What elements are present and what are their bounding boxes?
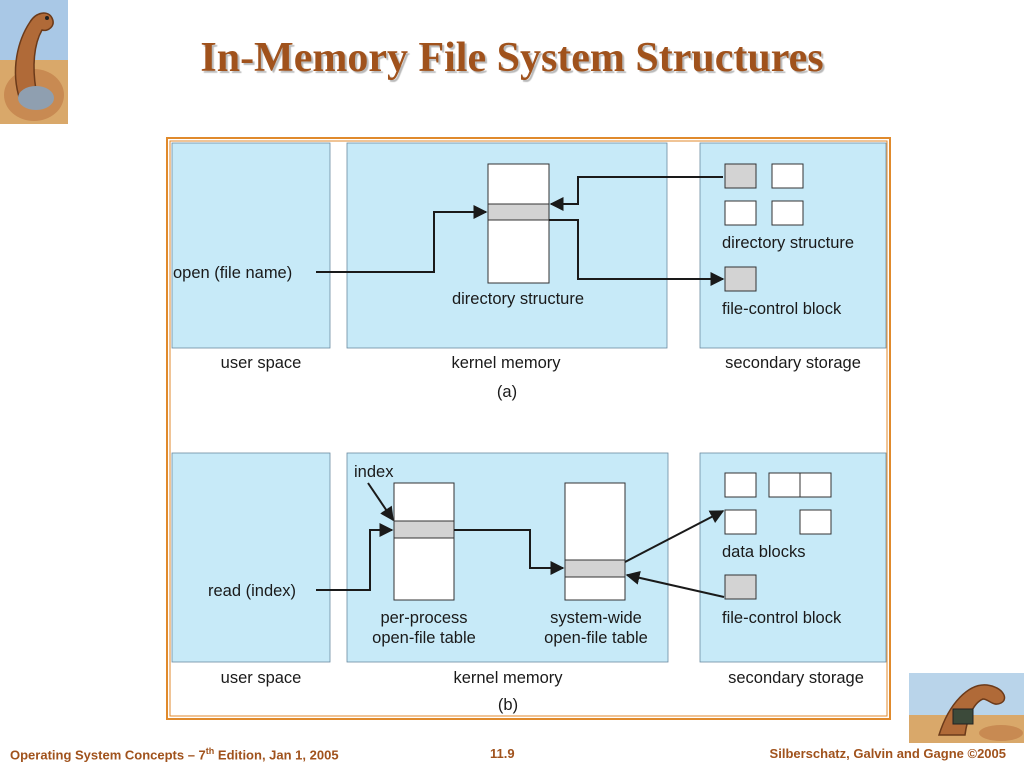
- a-storage-block: [771, 200, 804, 226]
- b-arrow-fcb-to-system-wide: [625, 570, 725, 598]
- a-user-space-label: user space: [221, 354, 302, 372]
- a-open-call-label: open (file name): [173, 264, 292, 282]
- b-system-wide-label-2: open-file table: [544, 629, 648, 647]
- b-system-wide-table: [564, 482, 626, 601]
- a-storage-fcb-label: file-control block: [722, 300, 842, 318]
- a-storage-block: [724, 200, 757, 226]
- b-user-space-label: user space: [221, 669, 302, 687]
- b-system-wide-label-1: system-wide: [550, 609, 642, 627]
- b-index-label: index: [354, 463, 394, 481]
- b-data-block: [799, 509, 832, 535]
- b-arrow-system-wide-to-data: [624, 510, 725, 563]
- b-user-space-panel: [171, 452, 331, 663]
- b-secondary-storage-label: secondary storage: [728, 669, 864, 687]
- a-arrow-open-to-kernel: [316, 205, 488, 273]
- a-storage-block: [771, 163, 804, 189]
- b-fcb-block: [724, 574, 757, 600]
- a-kernel-directory-label: directory structure: [452, 290, 584, 308]
- footer-authors: Silberschatz, Galvin and Gagne ©2005: [769, 746, 1006, 761]
- b-data-block: [724, 509, 757, 535]
- a-kernel-directory-table: [487, 163, 550, 284]
- b-per-process-label-2: open-file table: [372, 629, 476, 647]
- a-kernel-directory-entry: [487, 203, 550, 221]
- footer-slide-number: 11.9: [490, 746, 515, 761]
- a-kernel-memory-label: kernel memory: [451, 354, 561, 372]
- b-per-process-table: [393, 482, 455, 601]
- a-arrow-storage-to-kernel: [549, 176, 723, 211]
- b-fcb-label: file-control block: [722, 609, 842, 627]
- slide-title: In-Memory File System Structures: [200, 35, 824, 81]
- footer-book-title-sup: th: [205, 746, 215, 756]
- b-per-process-label-1: per-process: [380, 609, 467, 627]
- footer-book-title: Operating System Concepts – 7th Edition,…: [10, 746, 339, 762]
- b-caption: (b): [498, 696, 518, 714]
- b-data-block: [799, 472, 832, 498]
- a-caption: (a): [497, 383, 517, 401]
- a-storage-block-shaded: [724, 163, 757, 189]
- dinosaur-logo-bottom-right: [909, 673, 1024, 743]
- b-read-call-label: read (index): [208, 582, 296, 600]
- a-secondary-storage-label: secondary storage: [725, 354, 861, 372]
- b-system-wide-entry: [564, 559, 626, 578]
- dinosaur-logo-top-left: [0, 0, 68, 124]
- footer-book-title-suffix: Edition, Jan 1, 2005: [214, 747, 339, 763]
- b-arrow-per-process-to-system-wide: [454, 529, 565, 575]
- a-arrow-kernel-to-fcb: [549, 219, 725, 286]
- b-arrow-index: [367, 482, 394, 522]
- b-arrow-read-to-per-process: [316, 523, 394, 591]
- footer-book-title-prefix: Operating System Concepts – 7: [10, 747, 206, 763]
- a-user-space-panel: [171, 142, 331, 349]
- a-storage-directory-label: directory structure: [722, 234, 854, 252]
- a-fcb-block: [724, 266, 757, 292]
- b-data-block: [768, 472, 801, 498]
- b-data-block: [724, 472, 757, 498]
- b-data-blocks-label: data blocks: [722, 543, 805, 561]
- b-kernel-memory-label: kernel memory: [453, 669, 563, 687]
- b-per-process-entry: [393, 520, 455, 539]
